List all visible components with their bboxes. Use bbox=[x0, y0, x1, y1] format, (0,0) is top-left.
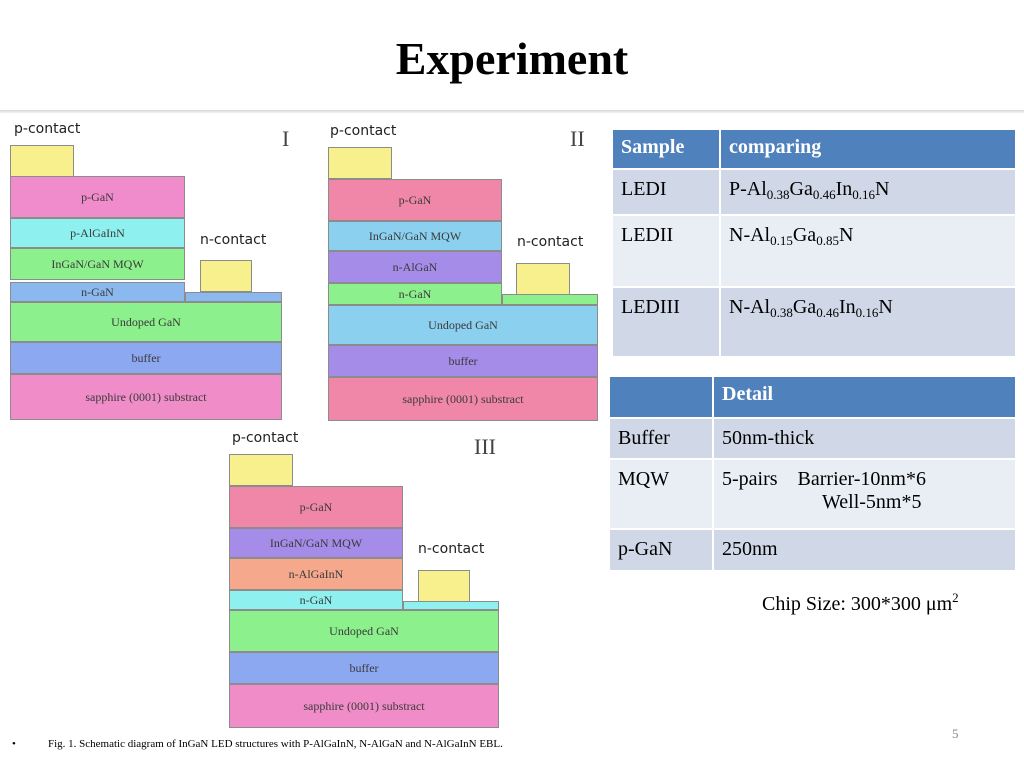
header-sample: Sample bbox=[611, 128, 721, 170]
layer-p-gan: p-GaN bbox=[328, 179, 502, 221]
composition-element: N-Al bbox=[729, 224, 771, 246]
composition-subscript: 0.85 bbox=[816, 233, 839, 248]
composition-element: N-Al bbox=[729, 296, 771, 318]
sample-name: LEDII bbox=[611, 214, 721, 288]
n-contact-pad bbox=[200, 260, 252, 292]
chip-size-superscript: 2 bbox=[952, 590, 959, 605]
p-contact-label: p-contact bbox=[232, 430, 299, 446]
layer-sapphire-substrate: sapphire (0001) substract bbox=[229, 684, 499, 728]
composition-element: Ga bbox=[789, 178, 813, 200]
header-comparing: comparing bbox=[719, 128, 1017, 170]
composition-subscript: 0.16 bbox=[852, 187, 876, 202]
layer-sapphire-substrate: sapphire (0001) substract bbox=[328, 377, 598, 421]
layer-undoped-gan: Undoped GaN bbox=[10, 302, 282, 342]
structure-numeral: III bbox=[474, 434, 496, 459]
header-detail: Detail bbox=[712, 375, 1017, 419]
layer-buffer: buffer bbox=[10, 342, 282, 374]
detail-value: 50nm-thick bbox=[712, 417, 1017, 460]
composition-subscript: 0.16 bbox=[855, 305, 879, 320]
p-contact-label: p-contact bbox=[14, 121, 81, 137]
sample-name: LEDI bbox=[611, 168, 721, 216]
composition-subscript: 0.38 bbox=[770, 305, 793, 320]
n-contact-label: n-contact bbox=[200, 232, 267, 248]
detail-label: Buffer bbox=[608, 417, 714, 460]
composition-element: N bbox=[875, 178, 890, 200]
layer-n-gan-mesa bbox=[185, 292, 282, 302]
detail-line: 250nm bbox=[722, 538, 778, 560]
table-row: p-GaN 250nm bbox=[608, 528, 1017, 572]
n-contact-label: n-contact bbox=[517, 234, 584, 250]
n-contact-pad bbox=[418, 570, 470, 602]
layer-buffer: buffer bbox=[328, 345, 598, 377]
composition-element: P-Al bbox=[729, 178, 767, 200]
layer-p-gan: p-GaN bbox=[229, 486, 403, 528]
layer-n-algainn: n-AlGaInN bbox=[229, 558, 403, 590]
n-contact-label: n-contact bbox=[418, 541, 485, 557]
composition-subscript: 0.15 bbox=[770, 233, 793, 248]
layer-p-gan: p-GaN bbox=[10, 176, 185, 218]
detail-line: 5-pairs Barrier-10nm*6 bbox=[722, 468, 926, 490]
layer-mqw: InGaN/GaN MQW bbox=[328, 221, 502, 251]
page-number: 5 bbox=[952, 726, 959, 741]
detail-label: MQW bbox=[608, 458, 714, 530]
structure-numeral: II bbox=[570, 126, 585, 151]
layer-undoped-gan: Undoped GaN bbox=[229, 610, 499, 652]
p-contact-pad bbox=[10, 145, 74, 177]
composition: P-Al0.38Ga0.46In0.16N bbox=[719, 168, 1017, 216]
caption-text: Fig. 1. Schematic diagram of InGaN LED s… bbox=[48, 738, 503, 750]
table-row: Buffer 50nm-thick bbox=[608, 417, 1017, 460]
composition-subscript: 0.38 bbox=[766, 187, 790, 202]
layer-n-gan: n-GaN bbox=[10, 282, 185, 302]
layer-n-gan: n-GaN bbox=[328, 283, 502, 305]
layer-undoped-gan: Undoped GaN bbox=[328, 305, 598, 345]
detail-line: Well-5nm*5 bbox=[822, 491, 922, 513]
chip-size-text: Chip Size: 300*300 μm bbox=[762, 593, 953, 615]
p-contact-pad bbox=[229, 454, 293, 486]
p-contact-label: p-contact bbox=[330, 123, 397, 139]
layer-mqw: InGaN/GaN MQW bbox=[10, 248, 185, 280]
layer-mqw: InGaN/GaN MQW bbox=[229, 528, 403, 558]
composition-element: N bbox=[838, 224, 854, 246]
layer-n-gan-mesa bbox=[403, 601, 499, 610]
p-contact-pad bbox=[328, 147, 392, 179]
layer-sapphire-substrate: sapphire (0001) substract bbox=[10, 374, 282, 420]
composition: N-Al0.15Ga0.85N bbox=[719, 214, 1017, 288]
layer-n-gan: n-GaN bbox=[229, 590, 403, 610]
layer-n-gan-mesa bbox=[502, 294, 598, 305]
layer-buffer: buffer bbox=[229, 652, 499, 684]
composition-element: N bbox=[878, 296, 893, 318]
bullet-icon: • bbox=[12, 738, 16, 750]
composition-subscript: 0.46 bbox=[812, 187, 836, 202]
table-header-row: Sample comparing bbox=[611, 128, 1017, 170]
composition-element: Ga bbox=[792, 224, 817, 246]
title-divider bbox=[0, 110, 1024, 113]
sample-name: LEDIII bbox=[611, 286, 721, 358]
detail-line: 50nm-thick bbox=[722, 427, 815, 449]
table-header-row: Detail bbox=[608, 375, 1017, 419]
composition-element: Ga bbox=[792, 296, 817, 318]
composition: N-Al0.38Ga0.46In0.16N bbox=[719, 286, 1017, 358]
detail-label: p-GaN bbox=[608, 528, 714, 572]
header-blank bbox=[608, 375, 714, 419]
composition-element: In bbox=[835, 178, 853, 200]
composition-subscript: 0.46 bbox=[816, 305, 839, 320]
chip-size-note: Chip Size: 300*300 μm2 bbox=[762, 590, 959, 616]
n-contact-pad bbox=[516, 263, 570, 295]
slide-title: Experiment bbox=[395, 33, 629, 84]
detail-value: 250nm bbox=[712, 528, 1017, 572]
layer-p-algainn: p-AlGaInN bbox=[10, 218, 185, 248]
figure-caption: • Fig. 1. Schematic diagram of InGaN LED … bbox=[12, 738, 503, 750]
composition-element: In bbox=[838, 296, 856, 318]
layer-n-algan: n-AlGaN bbox=[328, 251, 502, 283]
structure-numeral: I bbox=[282, 126, 290, 151]
